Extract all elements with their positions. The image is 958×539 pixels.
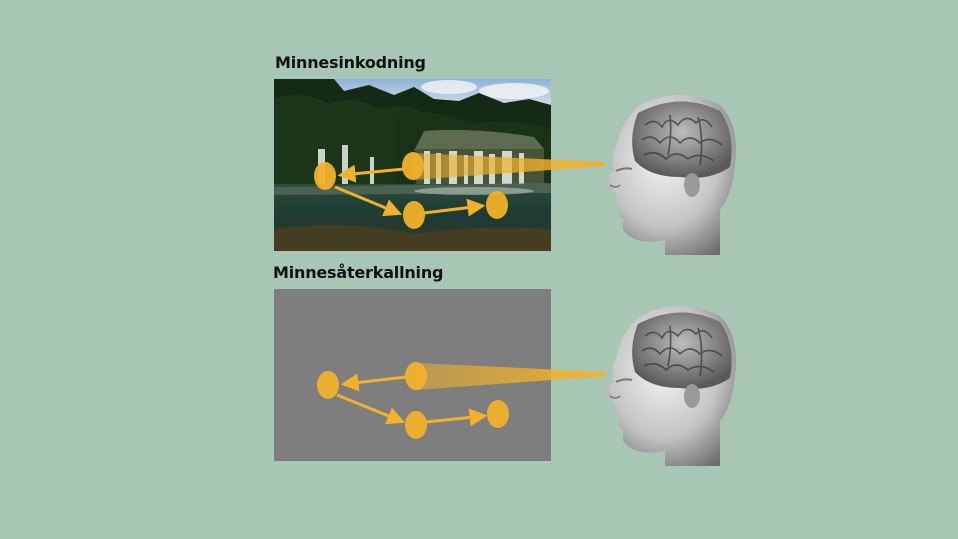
retrieval-title: Minnesåterkallning	[273, 263, 444, 282]
head-with-brain-icon	[605, 306, 736, 466]
head-with-brain-icon	[605, 95, 736, 255]
blank-recall-panel	[274, 289, 551, 461]
encoding-title: Minnesinkodning	[275, 53, 426, 72]
waterfall-scene	[274, 79, 551, 251]
waterfall-photo	[274, 79, 551, 251]
